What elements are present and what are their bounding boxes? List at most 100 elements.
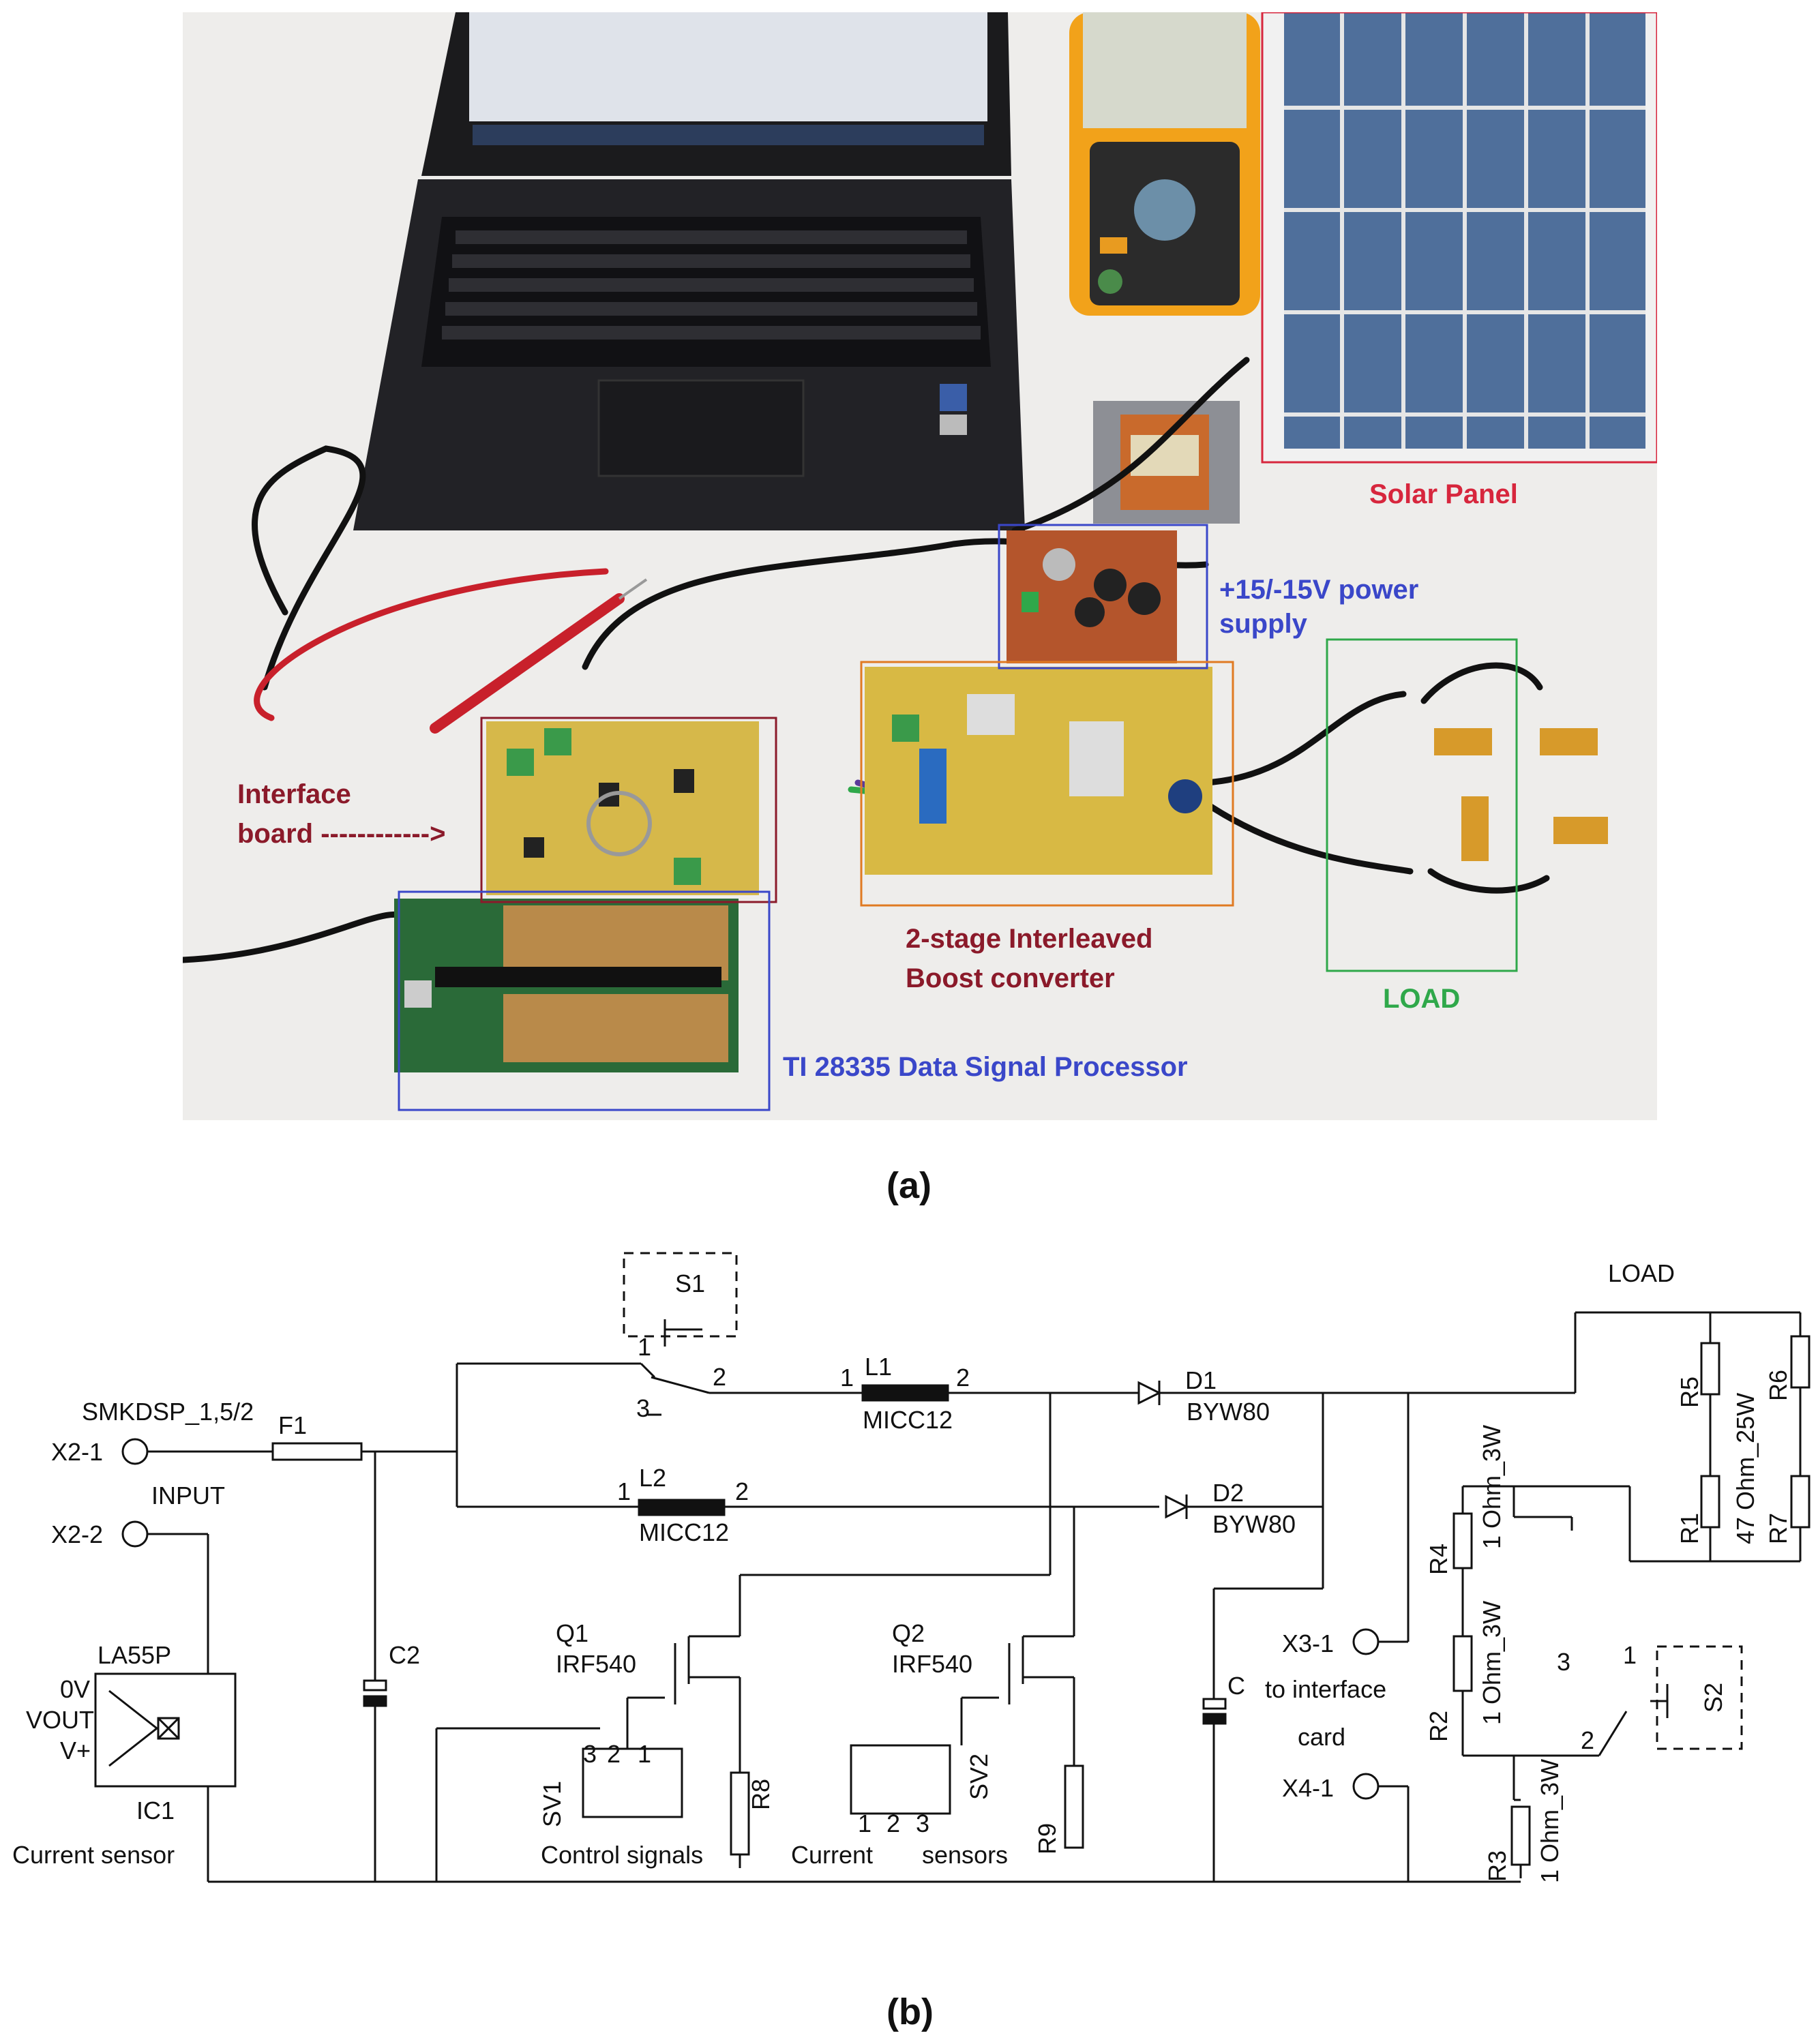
s1-box (623, 1252, 738, 1338)
capacitor-c (1202, 1713, 1227, 1725)
terminal-x2-2 (121, 1520, 149, 1548)
label-c2: C2 (389, 1641, 420, 1669)
label-s2: S2 (1699, 1683, 1727, 1713)
dsp-label: TI 28335 Data Signal Processor (783, 1052, 1188, 1082)
l1-pin-2: 2 (956, 1364, 970, 1392)
resistor-r7 (1790, 1475, 1810, 1529)
label-la55p: LA55P (98, 1641, 171, 1669)
label-r7: R7 (1764, 1513, 1792, 1544)
fuse-f1 (271, 1442, 363, 1461)
label-q1-part: IRF540 (556, 1650, 636, 1678)
label-x4-1: X4-1 (1282, 1774, 1334, 1802)
load-label: LOAD (1383, 984, 1460, 1014)
load-box (1326, 638, 1518, 972)
circuit-schematic: S1 LOAD SMKDSP_1,5/2 X2-1 X2-2 INPUT F1 … (12, 1252, 1810, 1883)
label-sv2: SV2 (965, 1754, 993, 1800)
resistor-r4 (1452, 1512, 1473, 1569)
solar-panel (1262, 12, 1657, 462)
sv2-pin-2: 2 (886, 1809, 900, 1837)
label-pin-vout: VOUT (26, 1706, 94, 1734)
label-x3-1: X3-1 (1282, 1629, 1334, 1657)
interface-label-2: board ------------> (237, 819, 445, 849)
probe (430, 578, 648, 734)
sv1-pin-3: 3 (583, 1740, 597, 1768)
s2-pin-3: 3 (1557, 1648, 1570, 1676)
converter-box (860, 661, 1234, 907)
label-r6: R6 (1764, 1370, 1792, 1401)
l1-pin-1: 1 (840, 1364, 854, 1392)
s1-pin-2: 2 (713, 1363, 726, 1391)
resistor-r8 (730, 1771, 750, 1856)
label-l2: L2 (639, 1464, 666, 1492)
label-q2: Q2 (892, 1619, 925, 1647)
terminal-x2-1 (121, 1438, 149, 1465)
power-supply-board (1007, 530, 1177, 663)
label-current-sensor: Current sensor (12, 1841, 175, 1869)
sv1-pin-1: 1 (638, 1740, 651, 1768)
terminal-x3-1 (1352, 1628, 1380, 1655)
label-d1: D1 (1185, 1366, 1217, 1394)
inductor-l2 (638, 1499, 726, 1516)
power-supply-label-1: +15/-15V power (1219, 575, 1418, 605)
resistor-r9 (1064, 1764, 1084, 1849)
label-l2-part: MICC12 (639, 1518, 729, 1546)
converter-label-1: 2-stage Interleaved (906, 924, 1152, 954)
label-r2-value: 1 Ohm_3W (1478, 1601, 1506, 1725)
dsp-board (394, 899, 739, 1072)
caption-b: (b) (886, 1992, 934, 2032)
sv2-pin-1: 1 (858, 1809, 871, 1837)
solar-panel-box (1261, 12, 1657, 464)
s2-pin-1: 1 (1623, 1641, 1637, 1669)
interface-board (486, 721, 759, 895)
label-x2-2: X2-2 (51, 1520, 103, 1548)
boost-converter-board (865, 667, 1212, 875)
dsp-box (398, 890, 771, 1111)
s2-box (1656, 1645, 1743, 1750)
resistor-r6 (1790, 1335, 1810, 1389)
caption-a: (a) (886, 1165, 932, 1206)
label-r8: R8 (747, 1779, 775, 1810)
resistor-r2 (1452, 1635, 1473, 1692)
label-f1: F1 (278, 1411, 307, 1439)
load-resistors (1434, 728, 1608, 861)
label-r4-value: 1 Ohm_3W (1478, 1425, 1506, 1549)
label-r5: R5 (1675, 1377, 1703, 1408)
label-r4: R4 (1425, 1544, 1452, 1575)
label-r9: R9 (1033, 1823, 1061, 1854)
label-interface-card-2: card (1298, 1723, 1345, 1751)
connector-sv1 (582, 1747, 683, 1818)
label-smkdsp: SMKDSP_1,5/2 (82, 1398, 254, 1426)
label-l1: L1 (865, 1353, 892, 1381)
label-pin-0v: 0V (60, 1675, 90, 1703)
label-r3: R3 (1483, 1850, 1511, 1882)
power-supply-box (998, 524, 1208, 670)
sv1-pin-2: 2 (607, 1740, 621, 1768)
power-supply-label-2: supply (1219, 609, 1308, 639)
label-load: LOAD (1608, 1259, 1675, 1287)
resistor-r1 (1700, 1475, 1720, 1529)
connector-sv2 (850, 1744, 951, 1815)
solar-panel-label: Solar Panel (1369, 479, 1518, 509)
label-control-signals: Control signals (541, 1841, 703, 1869)
label-d2: D2 (1212, 1479, 1244, 1507)
label-l1-part: MICC12 (863, 1406, 953, 1434)
label-c: C (1227, 1672, 1245, 1700)
label-x2-1: X2-1 (51, 1438, 103, 1466)
label-sv1: SV1 (538, 1781, 566, 1827)
label-pin-vplus: V+ (60, 1737, 91, 1764)
label-d2-part: BYW80 (1212, 1510, 1296, 1538)
interface-board-box (480, 717, 777, 903)
transformer (1093, 401, 1240, 524)
inductor-l1 (861, 1384, 949, 1402)
label-r1: R1 (1675, 1513, 1703, 1544)
l2-pin-2: 2 (735, 1477, 749, 1505)
capacitor-c2 (363, 1695, 387, 1707)
multimeter (1069, 12, 1260, 316)
label-current: Current (791, 1841, 873, 1869)
resistor-r3 (1510, 1805, 1531, 1866)
resistor-r5 (1700, 1342, 1720, 1396)
label-interface-card-1: to interface (1265, 1675, 1386, 1703)
label-q1: Q1 (556, 1619, 588, 1647)
l2-pin-1: 1 (617, 1477, 631, 1505)
converter-label-2: Boost converter (906, 963, 1115, 993)
